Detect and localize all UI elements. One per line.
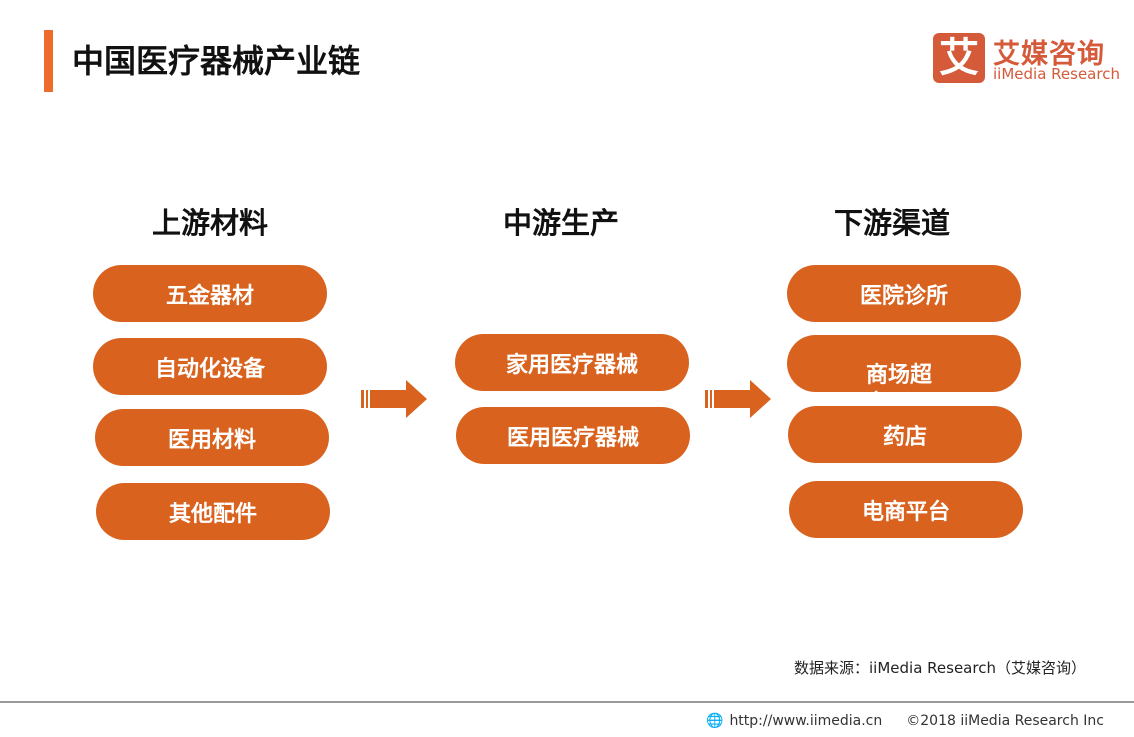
footer-divider	[0, 701, 1134, 703]
node-midstream: 家用医疗器械	[455, 334, 689, 391]
node-upstream: 五金器材	[93, 265, 327, 322]
node-upstream: 自动化设备	[93, 338, 327, 395]
title-accent-bar	[44, 30, 53, 92]
footer: 🌐 http://www.iimedia.cn ©2018 iiMedia Re…	[706, 713, 1104, 729]
node-upstream: 医用材料	[95, 409, 329, 466]
data-source: 数据来源：iiMedia Research（艾媒咨询）	[794, 659, 1086, 677]
node-upstream: 其他配件	[96, 483, 330, 540]
globe-icon: 🌐	[706, 713, 724, 729]
arrow-right-icon	[361, 380, 427, 418]
node-midstream: 医用医疗器械	[456, 407, 690, 464]
logo-text-en: iiMedia Research	[993, 65, 1120, 83]
node-downstream: 商场超市	[787, 335, 1021, 392]
arrow-right-icon	[705, 380, 771, 418]
footer-copyright: ©2018 iiMedia Research Inc	[906, 713, 1104, 729]
column-heading-midstream: 中游生产	[503, 206, 620, 240]
node-downstream: 医院诊所	[787, 265, 1021, 322]
node-downstream: 药店	[788, 406, 1022, 463]
logo-text-cn: 艾媒咨询	[993, 39, 1105, 70]
column-heading-downstream: 下游渠道	[834, 206, 951, 240]
page-title: 中国医疗器械产业链	[72, 42, 361, 80]
node-downstream: 电商平台	[789, 481, 1023, 538]
footer-url[interactable]: http://www.iimedia.cn	[729, 713, 883, 729]
column-heading-upstream: 上游材料	[152, 206, 269, 240]
logo-mark: 艾	[933, 33, 985, 83]
